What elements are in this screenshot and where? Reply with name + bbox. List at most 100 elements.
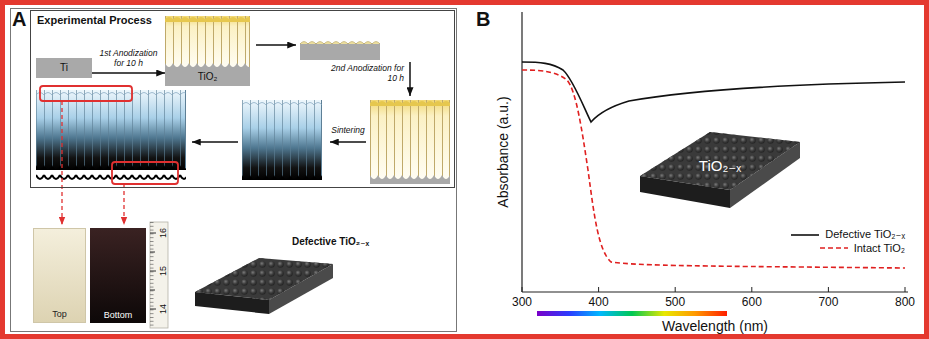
- surface-top: [640, 132, 800, 190]
- tick-label: 500: [665, 296, 685, 310]
- tube-walls: [370, 100, 450, 180]
- leader-arrow: [61, 101, 62, 225]
- tube-caps: [370, 100, 450, 106]
- legend-entry: Intact TiO₂: [819, 242, 905, 254]
- tube-caps: [36, 90, 186, 95]
- y-axis: [521, 12, 522, 292]
- plate-body: [300, 43, 380, 60]
- surface-bumps: [640, 132, 800, 190]
- tube-wall: [321, 100, 322, 180]
- tube-walls: [165, 16, 250, 68]
- tick-label: 400: [589, 296, 609, 310]
- axis-tick: [905, 287, 906, 292]
- axis-tick: [522, 287, 523, 292]
- legend-line: [820, 247, 848, 249]
- surface-label: Defective TiO₂₋ₓ: [292, 236, 369, 248]
- sintered-array: [242, 100, 322, 180]
- surface-top: [195, 258, 333, 300]
- axis-title: Wavelength (nm): [662, 318, 768, 334]
- nanotube-array: [370, 100, 450, 184]
- process-panel: Experimental ProcessTiTiO₂: [30, 10, 455, 188]
- barrier-layer: [36, 165, 186, 170]
- photo-top: Top: [33, 228, 86, 323]
- tube-wall: [185, 90, 186, 170]
- barrier-wave: [36, 174, 186, 181]
- oxide-substrate: TiO₂: [165, 68, 250, 86]
- surface-inset: TiO₂₋ₓ: [640, 118, 800, 213]
- substrate: [370, 180, 450, 184]
- tick-label: 800: [895, 296, 915, 310]
- barrier-scallops: [370, 175, 450, 180]
- legend-line: [791, 234, 819, 236]
- dimpled-plate: [300, 40, 380, 60]
- node-title: TiO₂: [198, 71, 218, 83]
- barrier-layer: [370, 175, 450, 180]
- node-title: Experimental Process: [37, 14, 152, 27]
- highlight-box: [40, 86, 132, 101]
- panel-letter: A: [12, 8, 26, 31]
- surface-bumps: [195, 258, 333, 300]
- ruler-number: 14: [158, 304, 168, 314]
- titanium-block: Ti: [36, 58, 92, 78]
- ruler-tick: [150, 309, 156, 310]
- ruler-tick: [150, 252, 155, 253]
- tick-label: 700: [818, 296, 838, 310]
- defective-curve: [522, 62, 905, 122]
- axis-tick: [751, 287, 752, 292]
- legend-text: Intact TiO₂: [854, 242, 905, 254]
- barrier-scallops: [242, 175, 322, 180]
- plate-dimples: [300, 40, 380, 44]
- edge-label: 1st Anodization for 10 h: [95, 49, 163, 69]
- legend-entry: Defective TiO₂₋ₓ: [790, 228, 905, 241]
- tube-body: [36, 90, 186, 170]
- step-note: 2nd Anodization for 10 h: [328, 64, 404, 84]
- surface-sketch: [195, 258, 333, 314]
- highlight-box: [112, 162, 178, 184]
- tube-caps: [242, 100, 322, 105]
- process-arrow: [92, 72, 165, 74]
- axis-tick: [675, 287, 676, 292]
- legend-text: Defective TiO₂₋ₓ: [825, 228, 905, 241]
- axis-tick: [598, 287, 599, 292]
- ruler-body: [150, 222, 168, 328]
- axis-tick: [828, 287, 829, 292]
- barrier-scallops: [36, 165, 186, 170]
- ruler-tick: [150, 290, 155, 291]
- spectrum-bar: [537, 311, 727, 316]
- tube-caps: [165, 16, 250, 22]
- process-arrow: [330, 141, 366, 143]
- step-note: Sintering: [331, 126, 365, 136]
- ruler: [150, 222, 168, 328]
- x-axis: [522, 291, 908, 292]
- legend-sample: [819, 243, 849, 253]
- intact-curve: [522, 70, 905, 268]
- legend-sample: [790, 230, 820, 240]
- tick-label: 300: [512, 296, 532, 310]
- leader-arrow: [123, 184, 124, 225]
- tube-walls: [242, 100, 322, 180]
- tube-wall: [449, 100, 450, 180]
- tube-body: [370, 100, 450, 180]
- panel-frame: [11, 9, 457, 332]
- node-title: TiO₂₋ₓ: [699, 157, 741, 174]
- tube-walls: [36, 90, 186, 170]
- axis-title: Absorbance (a.u.): [495, 96, 511, 207]
- ruler-ticks: [150, 222, 168, 328]
- node-title: Ti: [60, 62, 68, 74]
- process-arrow: [256, 44, 296, 46]
- node-title: Top: [52, 309, 67, 319]
- panel-letter: B: [476, 8, 490, 31]
- photo-bottom: Bottom: [90, 228, 146, 323]
- ruler-tick: [150, 271, 156, 272]
- tube-body: [242, 100, 322, 180]
- ruler-number: 15: [158, 266, 168, 276]
- red-frame: [3, 3, 927, 337]
- detached-array: [36, 90, 186, 170]
- tube-body: [165, 16, 250, 68]
- nanotube-array: [165, 16, 250, 68]
- node-title: Bottom: [104, 310, 133, 320]
- barrier-layer: [242, 175, 322, 180]
- tube-wall: [249, 16, 250, 68]
- detached-layer: [36, 174, 186, 181]
